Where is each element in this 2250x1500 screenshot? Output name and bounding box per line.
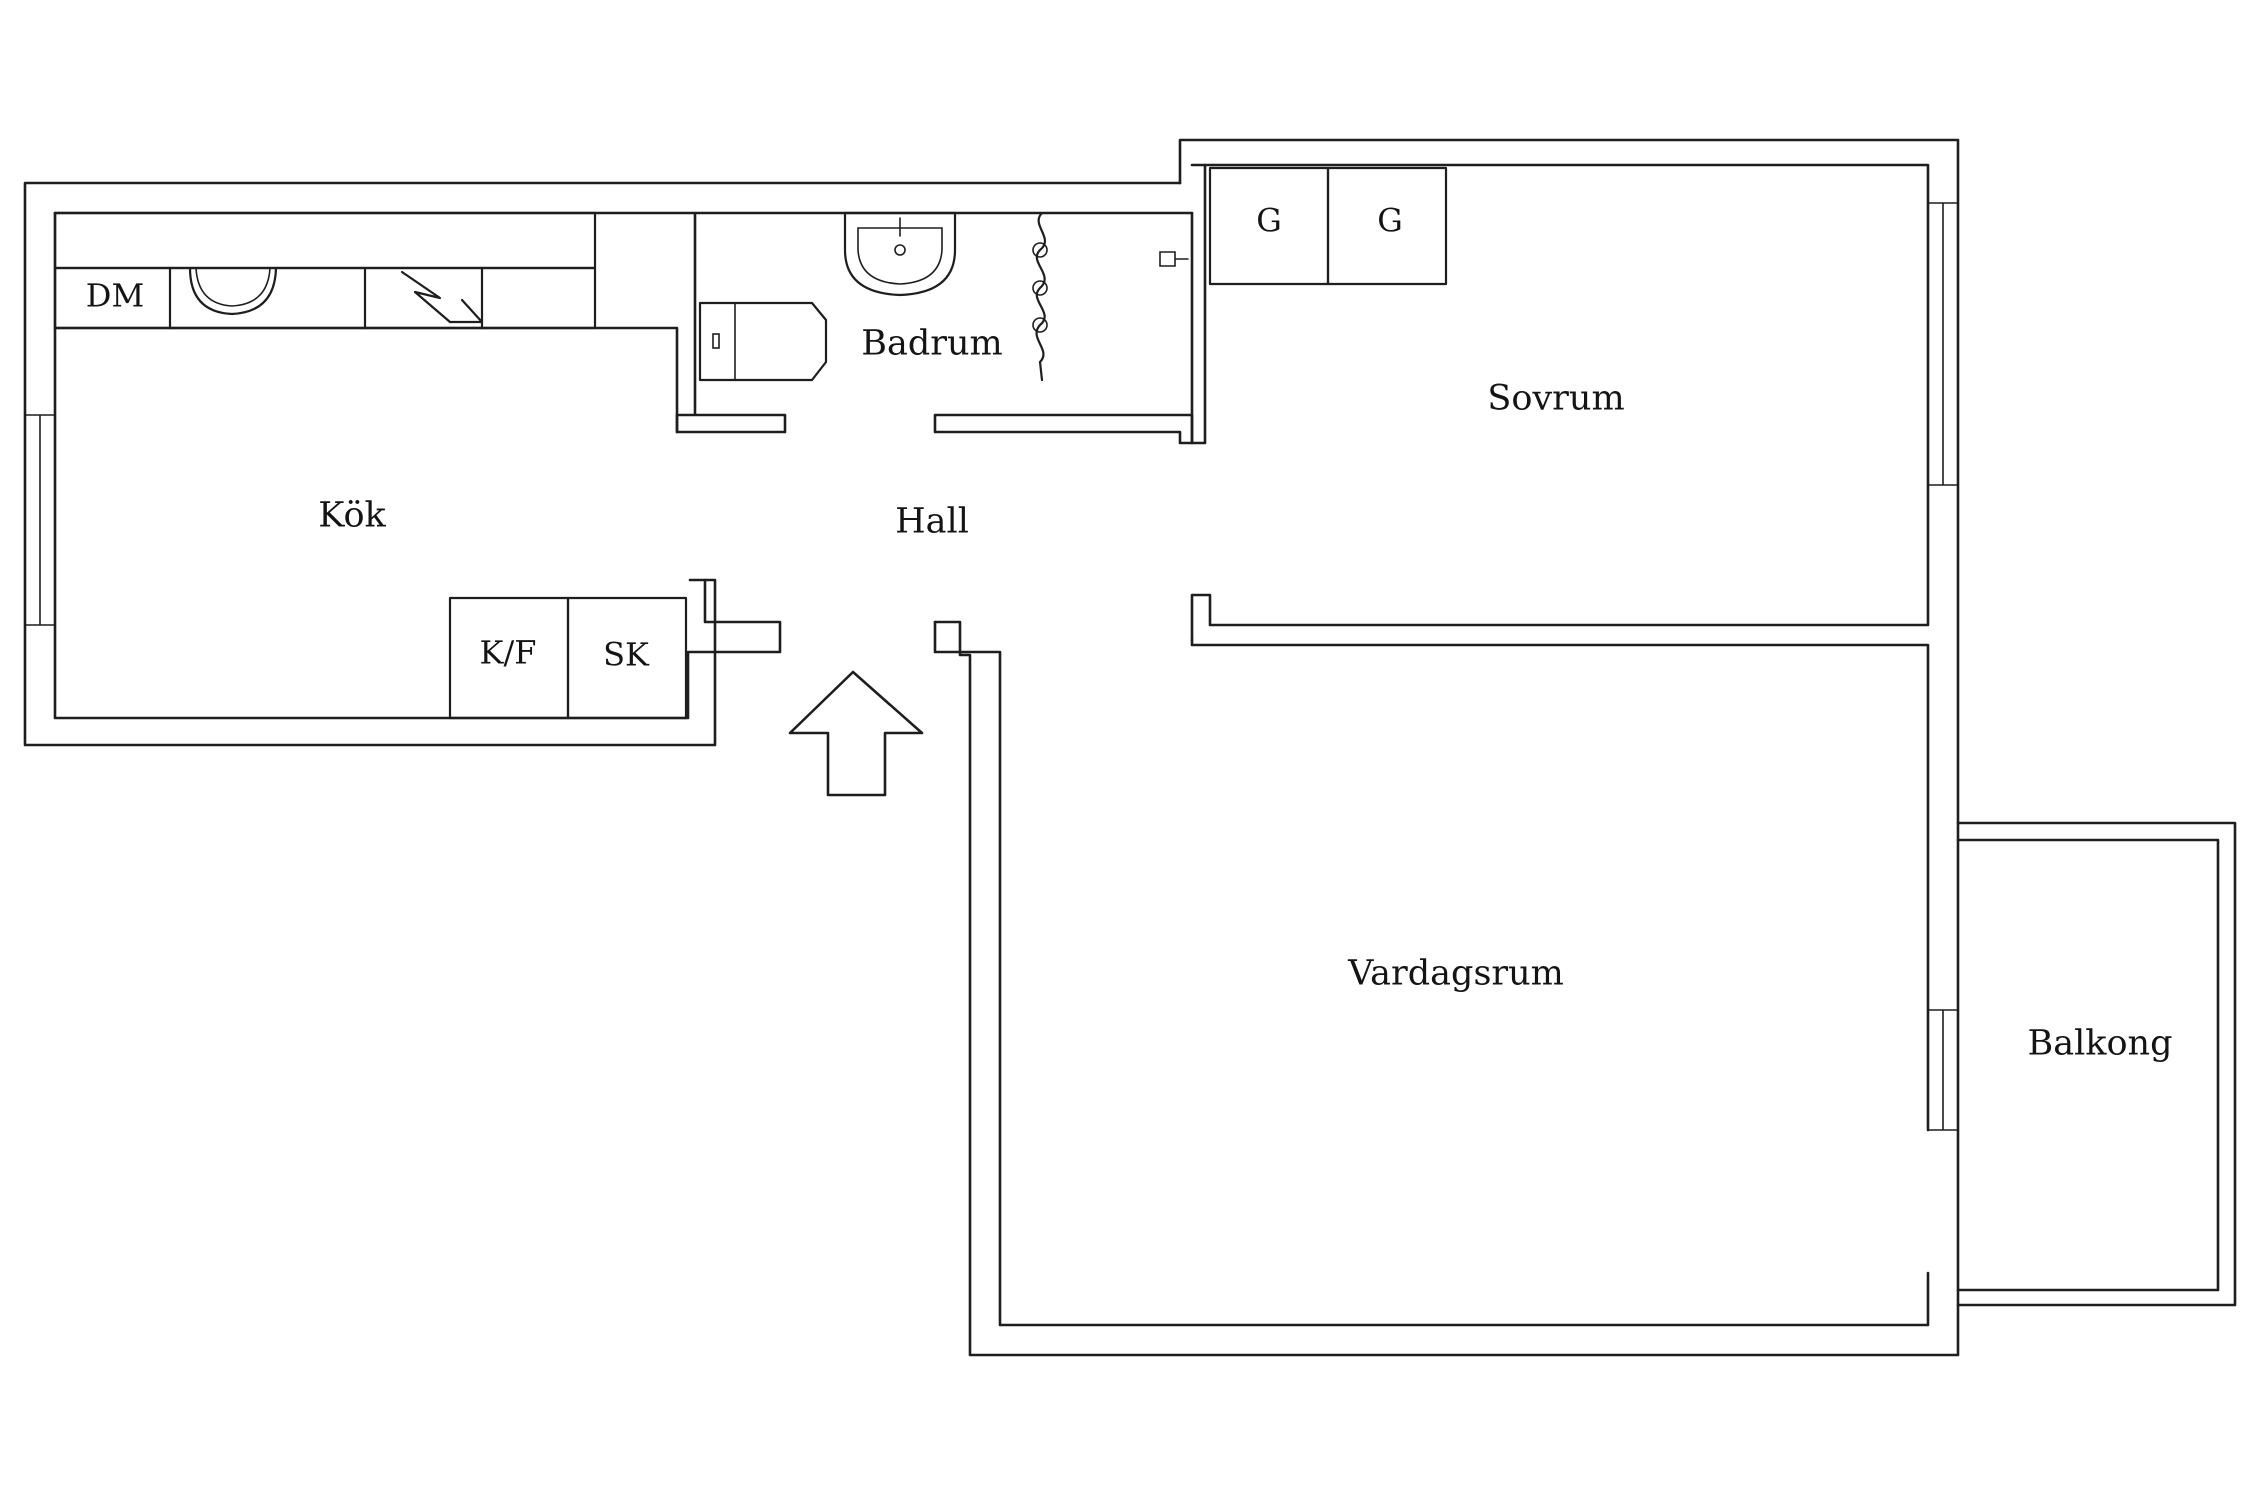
bedroom-walls [1190,163,1930,642]
shower-ring-2 [1032,280,1048,296]
kitchen-window [24,414,56,626]
bedroom-fixtures [1208,166,1448,286]
living-right-wall [1190,638,1930,1132]
entrance-right-jamb [933,620,1930,1327]
washbasin-bowl [857,227,943,285]
toilet-flush [712,333,720,349]
walls [23,138,1960,1357]
kitchen-outer-wall [23,181,1182,747]
up-arrow-icon [788,670,924,797]
dishwasher-label: DM [86,277,144,315]
room-labels: Kök Hall Badrum Sovrum Vardagsrum Balkon… [318,324,2172,1064]
room-label-badrum: Badrum [861,324,1002,364]
kitchen-inner-line [53,211,782,720]
kitchen-sink-icon [188,266,278,316]
cabinet-label: SK [603,636,650,674]
room-label-kok: Kök [318,496,386,536]
fridge-freezer-label: K/F [480,634,537,672]
room-label-balkong: Balkong [2027,1024,2172,1064]
bedroom-left-wall [1190,163,1207,445]
fixture-labels: DM K/F SK G G [86,202,1403,674]
kitchen-sink-inner [195,267,271,307]
toilet-icon [698,301,828,382]
storage-cabinet [566,596,688,720]
washbasin-icon [843,211,957,297]
washbasin-drain [894,244,906,256]
wardrobe-2-label: G [1377,202,1403,240]
windows [24,202,1959,1131]
living-window [1927,1009,1959,1131]
kitchen-counter-wall [53,326,679,434]
upper-cabinets [53,211,597,270]
balcony [1956,821,2237,1307]
balcony-inner [1956,838,2220,1292]
stove-icon [400,270,484,324]
balcony-outer [1956,821,2237,1307]
kitchen-fixtures [53,211,688,720]
kitchen-inner-wall [933,138,1960,1357]
room-label-hall: Hall [895,502,969,542]
shower-ring-3 [1032,317,1048,333]
shower-curtain-icon [1035,211,1047,382]
bathroom-outline [675,211,787,434]
shower-ring-1 [1032,242,1048,258]
room-label-vardagsrum: Vardagsrum [1347,954,1564,994]
wardrobe-1-label: G [1256,202,1282,240]
wardrobe-2 [1326,166,1448,286]
bathroom-fixtures [698,211,1189,382]
bedroom-window [1927,202,1959,486]
bathroom-door-right [933,413,1194,445]
room-label-sovrum: Sovrum [1487,379,1624,419]
counter-row [53,266,597,330]
shower-head-icon [1159,251,1189,267]
